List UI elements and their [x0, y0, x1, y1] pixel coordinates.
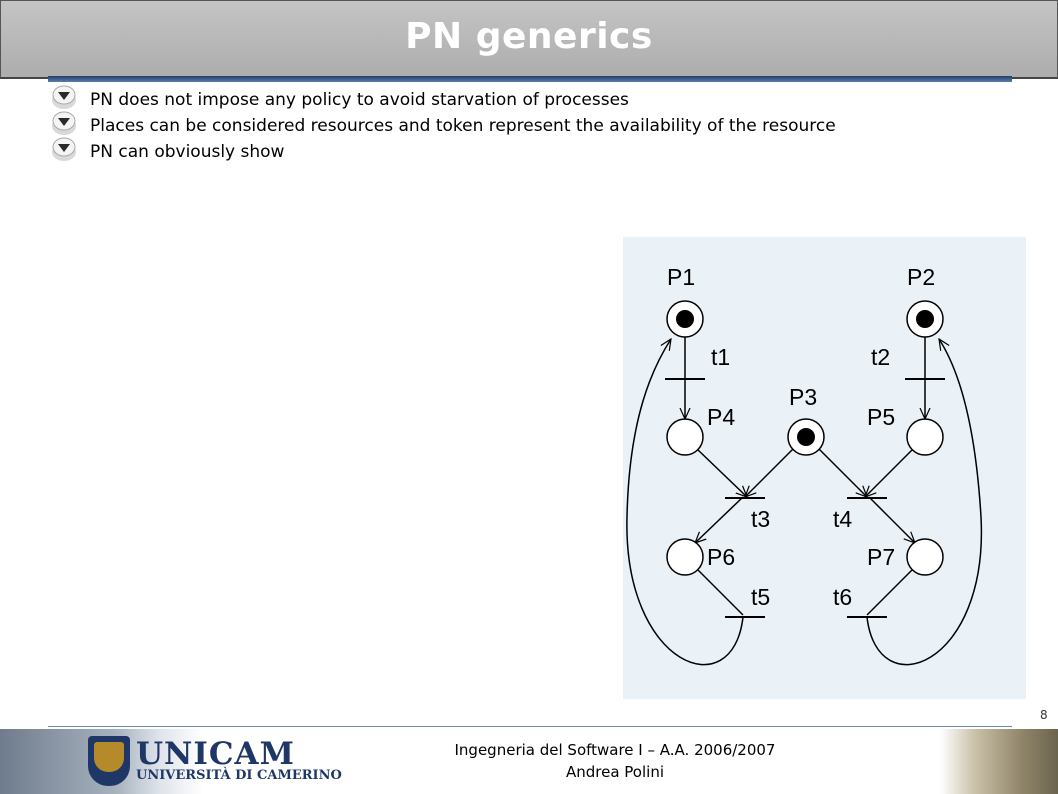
title-underline: [48, 76, 1012, 82]
label-t4: t4: [833, 506, 852, 532]
arc-p4-t3: [696, 448, 747, 497]
token-p3: [797, 428, 815, 446]
bullet-arrow-icon: [52, 111, 76, 135]
bullet-arrow-icon: [52, 85, 76, 109]
label-t1: t1: [711, 344, 730, 370]
arc-p5-t4: [865, 448, 914, 497]
unicam-logo: UNICAM: [136, 736, 295, 772]
unicam-logo-subtitle: UNIVERSITÀ DI CAMERINO: [136, 768, 342, 783]
label-t3: t3: [751, 506, 770, 532]
arc-p6-t5: [696, 568, 744, 616]
place-p7: [906, 538, 944, 576]
label-p5: P5: [867, 404, 895, 430]
footer-divider: [48, 726, 1012, 727]
label-t2: t2: [871, 344, 890, 370]
bullet-text: PN does not impose any policy to avoid s…: [90, 90, 629, 110]
arc-t6-p2: [866, 339, 983, 666]
slide-title: PN generics: [405, 16, 653, 57]
token-p1: [676, 310, 694, 328]
arc-t3-p6: [695, 496, 744, 543]
place-p6: [666, 538, 704, 576]
arc-p3-t4: [818, 448, 867, 497]
place-p4: [666, 418, 704, 456]
bullet-arrow-icon: [52, 137, 76, 161]
label-p2: P2: [907, 264, 935, 290]
footer-author: Andrea Polini: [565, 763, 664, 781]
place-p5: [906, 418, 944, 456]
arc-p7-t6: [866, 568, 914, 616]
petri-net-diagram: P1 P2 P3 P4 P5 P6 P7 t1 t2 t3 t4 t5 t6: [626, 264, 983, 666]
label-p4: P4: [707, 404, 735, 430]
label-p6: P6: [707, 544, 735, 570]
petri-net-diagram-panel: P1 P2 P3 P4 P5 P6 P7 t1 t2 t3 t4 t5 t6: [623, 237, 1026, 699]
bullet-text: PN can obviously show: [90, 142, 285, 162]
page-number: 8: [1040, 708, 1048, 722]
arc-t4-p7: [868, 496, 915, 543]
university-crest-icon: [88, 736, 130, 786]
arc-p3-t3: [745, 448, 794, 497]
label-t6: t6: [833, 584, 852, 610]
footer-photo-left: [0, 729, 290, 794]
arc-t5-p1: [626, 339, 744, 666]
footer-course: Ingegneria del Software I – A.A. 2006/20…: [454, 741, 776, 759]
footer-photo-right: [940, 729, 1058, 794]
bullet-text: Places can be considered resources and t…: [90, 116, 836, 136]
label-p1: P1: [667, 264, 695, 290]
label-p3: P3: [789, 384, 817, 410]
label-t5: t5: [751, 584, 770, 610]
label-p7: P7: [867, 544, 895, 570]
token-p2: [916, 310, 934, 328]
